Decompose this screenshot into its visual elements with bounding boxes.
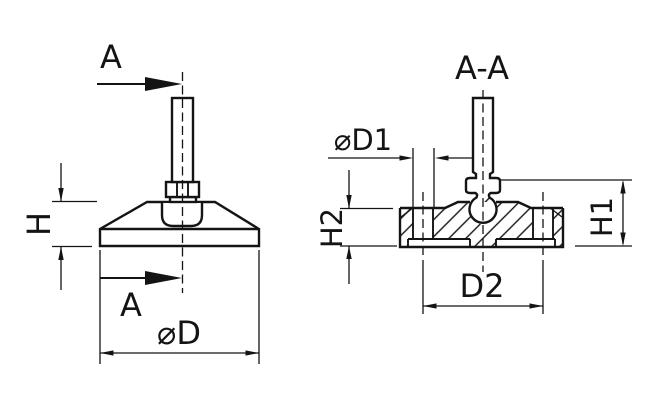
section-arrow-top: A [97, 38, 182, 91]
overall-height-label: H1 [585, 197, 619, 237]
dimension-h1: H1 [500, 179, 632, 247]
left-view: A A H ⌀D [20, 38, 261, 364]
dimension-d: ⌀D [99, 250, 260, 364]
dimension-h: H [20, 163, 97, 290]
dimension-d1: ⌀D1 [328, 123, 472, 207]
section-label-bottom: A [120, 286, 142, 324]
mounting-slot-left [412, 208, 434, 239]
hole-pitch-label: D2 [460, 267, 505, 305]
hole-diameter-label: ⌀D1 [334, 123, 392, 157]
section-label-top: A [100, 38, 122, 76]
dimension-h2: H2 [315, 170, 397, 284]
section-arrow-bottom: A [100, 271, 182, 324]
dimension-d2: D2 [422, 260, 544, 314]
hex-nut [164, 180, 201, 199]
rim-height-label: H2 [315, 208, 349, 248]
base-diameter-label: ⌀D [157, 314, 201, 352]
mounting-slot-right [532, 208, 554, 239]
bottom-recess [407, 238, 556, 247]
section-title: A-A [455, 49, 509, 87]
right-view: A-A [315, 49, 632, 314]
stud-section [464, 96, 502, 225]
height-label: H [20, 212, 58, 236]
